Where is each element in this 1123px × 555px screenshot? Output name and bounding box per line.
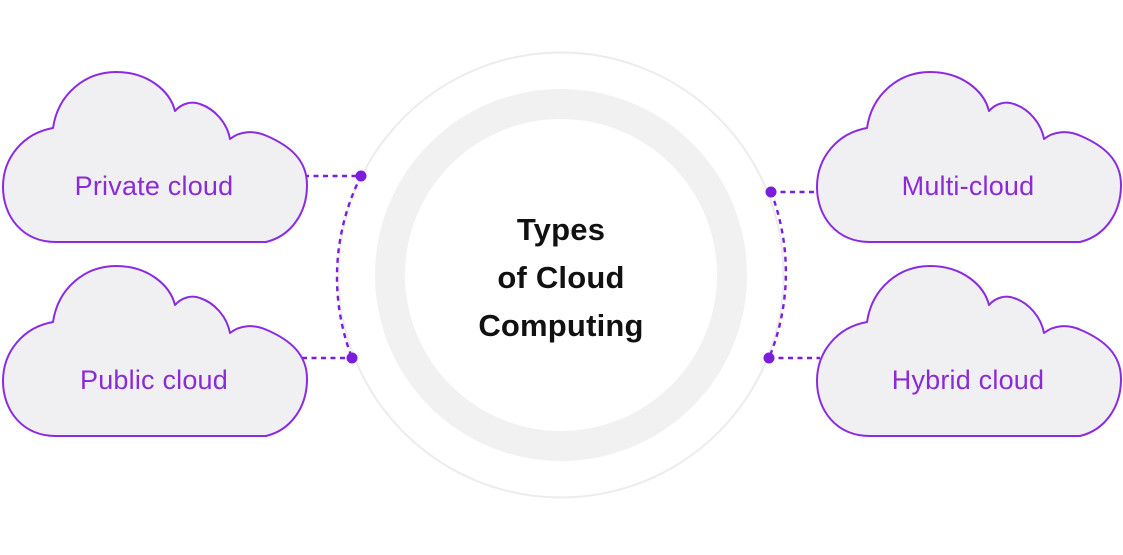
center-ring xyxy=(375,89,747,461)
hybrid-connector-dot xyxy=(763,352,775,364)
multi-cloud-label: Multi-cloud xyxy=(901,171,1035,201)
diagram-title-line-2: of Cloud xyxy=(497,260,625,295)
public-connector-dot xyxy=(346,352,358,364)
private-cloud-shape xyxy=(2,71,308,243)
public-cloud-shape xyxy=(2,265,308,437)
multi-connector-dot xyxy=(765,186,777,198)
hybrid-cloud-label: Hybrid cloud xyxy=(891,365,1045,395)
right-connector-arc xyxy=(767,191,788,359)
private-connector-dot xyxy=(355,170,367,182)
diagram-title-line-1: Types xyxy=(516,212,606,247)
left-connector-arc xyxy=(335,175,363,359)
center-outer-circle xyxy=(337,51,785,499)
hybrid-cloud-shape xyxy=(816,265,1122,437)
private-cloud-label: Private cloud xyxy=(74,171,234,201)
public-cloud-label: Public cloud xyxy=(80,365,228,395)
diagram-title-line-3: Computing xyxy=(478,308,644,343)
multi-cloud-shape xyxy=(816,71,1122,243)
diagram-title: Types of Cloud Computing xyxy=(361,206,761,350)
